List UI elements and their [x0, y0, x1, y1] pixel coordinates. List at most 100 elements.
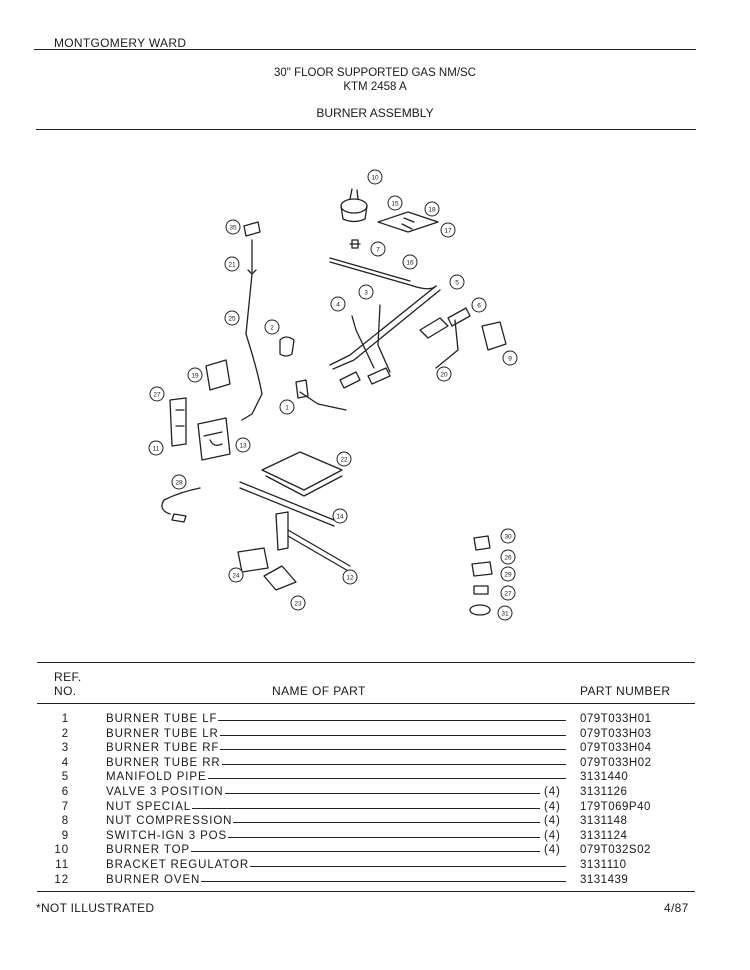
callout-9: 9: [508, 355, 512, 362]
ref-number: 10: [54, 844, 69, 857]
part-name: BURNER TOP: [106, 844, 191, 857]
leader-line: [112, 880, 566, 882]
part-number: 079T033H01: [580, 713, 652, 725]
table-row: 11 BRACKET REGULATOR 3131110: [0, 859, 750, 874]
part-name: BURNER TUBE LR: [106, 727, 220, 740]
callout-24: 24: [232, 572, 240, 579]
leader-line: [112, 866, 566, 867]
leader-line: [112, 749, 566, 751]
leader-line: [112, 720, 566, 721]
section-title: BURNER ASSEMBLY: [316, 106, 434, 120]
table-row: 2 BURNER TUBE LR 079T033H03: [0, 727, 750, 743]
no-column-header: NO.: [54, 684, 77, 698]
ref-number: 9: [61, 829, 69, 842]
quantity: (4): [544, 786, 561, 798]
part-name: MANIFOLD PIPE: [106, 771, 208, 784]
document-title: 30" FLOOR SUPPORTED GAS NM/SC: [274, 67, 476, 79]
ref-number: 1: [61, 713, 69, 725]
name-column-header: NAME OF PART: [272, 684, 366, 698]
callout-3: 3: [364, 289, 368, 296]
ref-number: 4: [61, 756, 69, 769]
leader-line: [112, 778, 566, 780]
table-row: 6 VALVE 3 POSITION (4) 3131126: [0, 786, 750, 801]
callout-29: 29: [504, 571, 512, 578]
part-name: BURNER TUBE RF: [106, 742, 221, 755]
part-number: 3131126: [580, 786, 628, 798]
callout-27: 27: [153, 391, 161, 398]
ref-number: 7: [61, 800, 69, 813]
footnote: *NOT ILLUSTRATED: [36, 901, 155, 915]
quantity: (4): [544, 800, 561, 813]
callout-17: 17: [444, 227, 452, 234]
leader-line: [112, 851, 540, 853]
part-number: 3131440: [580, 771, 629, 784]
callout-27: 27: [504, 590, 512, 597]
ref-number: 5: [61, 771, 69, 784]
part-name: VALVE 3 POSITION: [106, 786, 225, 798]
leader-line: [112, 763, 566, 765]
part-name: NUT COMPRESSION: [106, 815, 234, 828]
callout-12: 12: [346, 574, 354, 581]
callout-13: 13: [239, 442, 247, 449]
ref-number: 8: [61, 815, 69, 828]
ref-number: 6: [61, 786, 69, 798]
callout-30: 30: [504, 533, 512, 540]
leader-line: [112, 807, 540, 809]
callout-21: 21: [228, 261, 236, 268]
ref-number: 3: [61, 742, 69, 755]
callout-5: 5: [455, 279, 459, 286]
callout-20: 20: [440, 371, 448, 378]
table-row: 5 MANIFOLD PIPE 3131440: [0, 771, 750, 786]
ref-number: 2: [61, 727, 69, 740]
ref-column-header: REF.: [54, 670, 82, 684]
table-bottom-rule: [37, 891, 695, 893]
section-rule: [36, 129, 696, 131]
part-name: BURNER TUBE RR: [106, 756, 222, 769]
header-rule: [34, 49, 696, 51]
part-name: BRACKET REGULATOR: [106, 859, 251, 871]
leader-line: [112, 822, 540, 824]
part-number: 3131110: [580, 859, 627, 871]
part-number: 179T069P40: [580, 800, 651, 813]
quantity: (4): [544, 829, 561, 842]
leader-line: [112, 836, 540, 838]
callout-6: 6: [477, 302, 481, 309]
callout-16: 16: [406, 259, 414, 266]
quantity: (4): [544, 815, 561, 828]
brand-name: MONTGOMERY WARD: [54, 36, 187, 50]
part-number: 079T032S02: [580, 844, 651, 857]
callout-35: 35: [229, 224, 237, 231]
table-top-rule: [37, 662, 695, 664]
callout-4: 4: [336, 301, 340, 308]
part-name: BURNER TUBE LF: [106, 713, 219, 725]
part-number: 3131124: [580, 829, 628, 842]
table-row: 9 SWITCH-IGN 3 POS (4) 3131124: [0, 829, 750, 845]
part-name: SWITCH-IGN 3 POS: [106, 829, 229, 842]
callout-14: 14: [336, 513, 344, 520]
revision-date: 4/87: [664, 901, 689, 915]
part-number-column-header: PART NUMBER: [580, 684, 671, 698]
callout-2: 2: [270, 324, 274, 331]
part-number: 3131439: [580, 873, 629, 886]
part-number: 079T033H03: [580, 727, 652, 740]
quantity: (4): [544, 844, 561, 857]
callout-31: 31: [501, 610, 509, 617]
table-row: 3 BURNER TUBE RF 079T033H04: [0, 742, 750, 757]
callout-15: 15: [391, 200, 399, 207]
model-number: KTM 2458 A: [343, 81, 407, 93]
callout-28: 28: [175, 479, 183, 486]
part-number: 3131148: [580, 815, 628, 828]
table-header-rule: [37, 703, 695, 705]
callout-22: 22: [340, 456, 348, 463]
callout-7: 7: [376, 246, 380, 253]
table-row: 1 BURNER TUBE LF 079T033H01: [0, 713, 750, 728]
part-number: 079T033H04: [580, 742, 652, 755]
table-row: 8 NUT COMPRESSION (4) 3131148: [0, 815, 750, 830]
ref-number: 11: [55, 859, 69, 871]
leader-line: [112, 793, 540, 794]
part-name: BURNER OVEN: [106, 873, 202, 886]
